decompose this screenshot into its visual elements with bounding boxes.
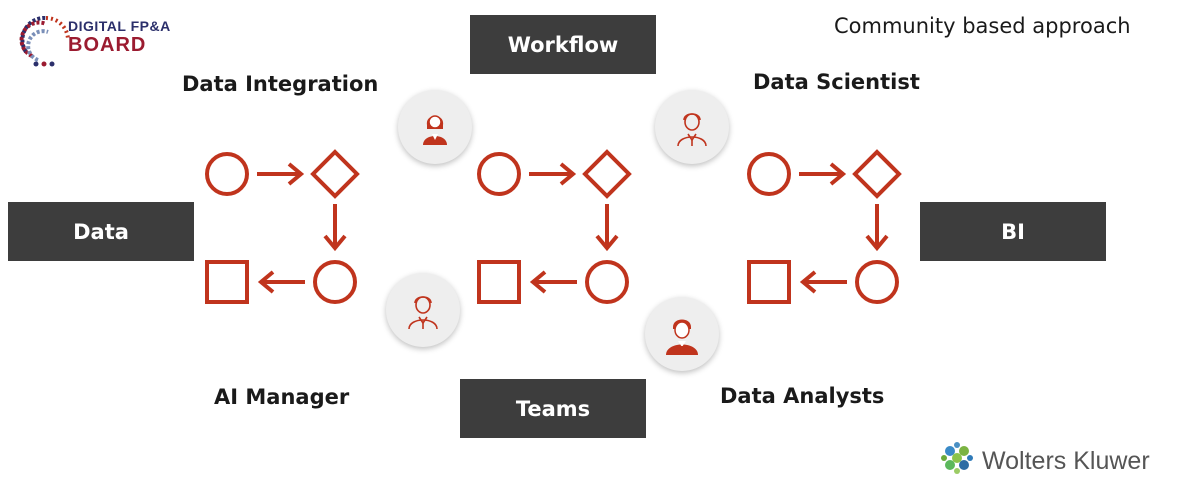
data-label: Data — [73, 219, 129, 244]
avatar-male-outline-2 — [386, 273, 460, 347]
workflow-box: Workflow — [470, 15, 656, 74]
logo-line1: DIGITAL FP&A — [68, 18, 171, 34]
wolters-kluwer-logo-icon — [941, 442, 973, 474]
teams-box: Teams — [460, 379, 646, 438]
role-data-integration: Data Integration — [182, 72, 379, 96]
bi-label: BI — [1001, 219, 1025, 244]
logo-line2: BOARD — [68, 34, 147, 56]
person-male-outline-icon — [677, 113, 707, 147]
process-cycle-icon — [205, 150, 359, 304]
process-cycle-icon — [747, 150, 901, 304]
role-data-analysts: Data Analysts — [720, 384, 885, 408]
data-box: Data — [8, 202, 194, 261]
workflow-label: Workflow — [507, 32, 619, 57]
avatar-female — [398, 90, 472, 164]
digital-fpa-board-logo-icon — [19, 15, 70, 67]
avatar-male-outline — [655, 90, 729, 164]
person-male-outline-icon — [408, 296, 438, 330]
person-female-icon — [423, 115, 447, 145]
role-ai-manager: AI Manager — [214, 385, 350, 409]
bi-box: BI — [920, 202, 1106, 261]
page-subtitle: Community based approach — [834, 14, 1131, 38]
teams-label: Teams — [515, 396, 591, 421]
wolters-kluwer-brand: Wolters Kluwer — [982, 447, 1150, 475]
process-cycle-icon — [477, 150, 631, 304]
avatar-male-filled — [645, 297, 719, 371]
digital-fpa-board-logo: DIGITAL FP&A BOARD — [14, 10, 174, 70]
person-male-filled-icon — [666, 319, 698, 355]
role-data-scientist: Data Scientist — [753, 70, 920, 94]
